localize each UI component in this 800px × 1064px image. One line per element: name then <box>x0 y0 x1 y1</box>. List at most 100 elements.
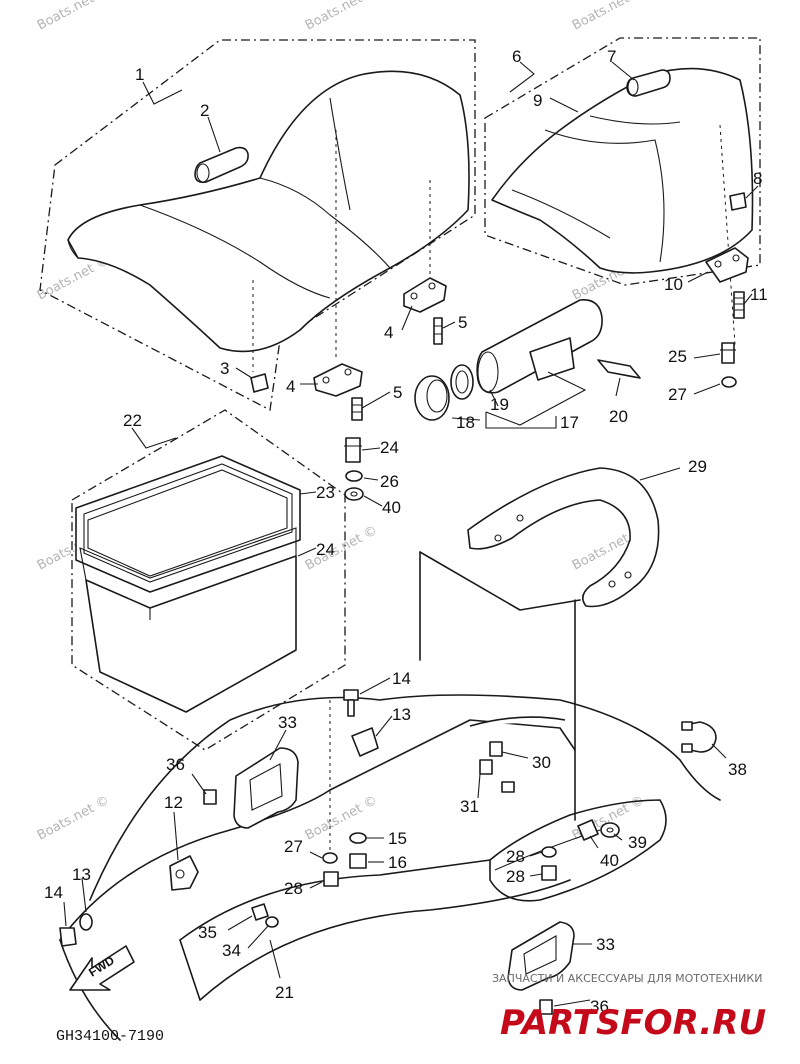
callout-35: 35 <box>198 923 217 942</box>
nut-part-39 <box>577 819 599 841</box>
hinge-part-12 <box>169 855 199 891</box>
fitting-part-27-right <box>720 342 736 364</box>
rear-seat-group <box>484 37 761 346</box>
rear-bracket-part-30 <box>467 467 660 608</box>
logo-subtitle: ЗАПЧАСТИ И АКСЕССУАРЫ ДЛЯ МОТОТЕХНИКИ <box>492 972 762 985</box>
callout-29: 28 <box>284 879 303 898</box>
clamp-part-15 <box>351 727 379 757</box>
nut-part-18 <box>349 853 367 869</box>
washer-part-34 <box>265 916 279 928</box>
ring-part-21 <box>450 364 474 400</box>
fwd-direction-arrow: FWD <box>69 945 135 991</box>
logo-text: PARTSFOR.RU <box>500 1003 766 1043</box>
bolt-part-16 <box>343 689 359 717</box>
callout-13: 13 <box>72 865 91 884</box>
nut-part-14 <box>59 927 77 947</box>
callout-9: 9 <box>533 91 542 110</box>
clip-part-22 <box>597 359 641 379</box>
callout-6: 6 <box>512 47 521 66</box>
bolt-part-11 <box>733 291 745 319</box>
grommet-part-33-lower <box>507 921 575 991</box>
nut-part-3 <box>250 373 269 393</box>
callout-37: 38 <box>728 760 747 779</box>
callout-25: 23 <box>316 483 335 502</box>
watermark-text: Boats.net © <box>570 0 647 34</box>
callout-28: 26 <box>380 472 399 491</box>
callout-18: 16 <box>388 853 407 872</box>
callout-29: 28 <box>506 867 525 886</box>
callout-3: 3 <box>220 359 229 378</box>
callout-numbers: 1 2 3 4 4 5 5 6 7 9 8 10 11 25 27 19 18 … <box>44 47 768 1016</box>
cap-part-20 <box>414 375 450 421</box>
callout-28: 28 <box>506 847 525 866</box>
callout-20: 18 <box>456 413 475 432</box>
callout-30: 29 <box>688 457 707 476</box>
callout-11: 11 <box>750 285 768 304</box>
fittings-part-31-32 <box>469 716 566 793</box>
washer-part-38 <box>600 822 620 838</box>
nut-part-29-center <box>323 871 339 887</box>
washer-part-28-rearright <box>541 846 557 858</box>
callout-19: 17 <box>560 413 579 432</box>
callout-2: 2 <box>200 101 209 120</box>
callout-16: 14 <box>392 669 411 688</box>
washer-part-28-right <box>721 376 737 388</box>
callout-40: 40 <box>382 498 401 517</box>
storage-box-group <box>71 409 346 751</box>
callout-33: 33 <box>278 713 297 732</box>
callout-1: 1 <box>135 65 144 84</box>
bracket-part-4-upper <box>403 277 447 313</box>
callout-14: 14 <box>44 883 63 902</box>
callout-27: 25 <box>668 347 687 366</box>
bolt-part-5-upper <box>433 317 443 345</box>
bracket-part-4-lower <box>313 363 363 397</box>
washer-part-17 <box>349 832 367 844</box>
callout-28: 27 <box>284 837 303 856</box>
tube-part-2 <box>194 146 249 184</box>
partsfor-logo: ЗАПЧАСТИ И АКСЕССУАРЫ ДЛЯ МОТОТЕХНИКИ PA… <box>492 972 766 1043</box>
watermark-text: Boats.net © <box>303 793 380 843</box>
bolt-part-5-lower <box>351 397 363 421</box>
u-bolt-part-37 <box>681 721 717 753</box>
tube-assembly-19 <box>476 299 603 394</box>
washer-part-28-center <box>322 852 338 864</box>
callout-22: 20 <box>609 407 628 426</box>
callout-24: 22 <box>123 411 142 430</box>
screw-part-36-lower <box>539 999 553 1015</box>
callout-27: 24 <box>380 438 399 457</box>
callout-34: 34 <box>222 941 241 960</box>
callout-28: 27 <box>668 385 687 404</box>
hull-deck <box>59 551 721 1041</box>
callout-17: 15 <box>388 829 407 848</box>
callout-23: 21 <box>275 983 294 1002</box>
callout-39: 40 <box>600 851 619 870</box>
nut-part-8 <box>729 192 747 211</box>
nut-part-35 <box>251 903 269 921</box>
nut-part-29-rearright <box>541 865 557 881</box>
watermark-text: Boats.net © <box>303 0 380 34</box>
callout-5: 5 <box>458 313 467 332</box>
callout-26: 24 <box>316 540 335 559</box>
callout-33: 33 <box>596 935 615 954</box>
callout-21: 19 <box>490 395 509 414</box>
callout-8: 8 <box>753 169 762 188</box>
callout-12: 12 <box>164 793 183 812</box>
washers-part-28-40 <box>344 470 364 501</box>
callout-7: 7 <box>607 47 616 66</box>
callout-4: 4 <box>384 323 393 342</box>
grommet-part-33-upper <box>233 747 299 829</box>
watermark-text: Boats.net © <box>35 793 112 843</box>
callout-31: 30 <box>532 753 551 772</box>
drawing-code: GH34100-7190 <box>56 1028 164 1045</box>
front-seat-group <box>39 39 476 412</box>
callout-38: 39 <box>628 833 647 852</box>
washer-part-13 <box>79 913 93 931</box>
callout-4: 4 <box>286 377 295 396</box>
bracket-part-10 <box>705 247 749 283</box>
watermark-text: Boats.net © <box>35 0 112 34</box>
callout-32: 31 <box>460 797 479 816</box>
callout-36: 36 <box>166 755 185 774</box>
fitting-part-27-left <box>344 437 362 463</box>
